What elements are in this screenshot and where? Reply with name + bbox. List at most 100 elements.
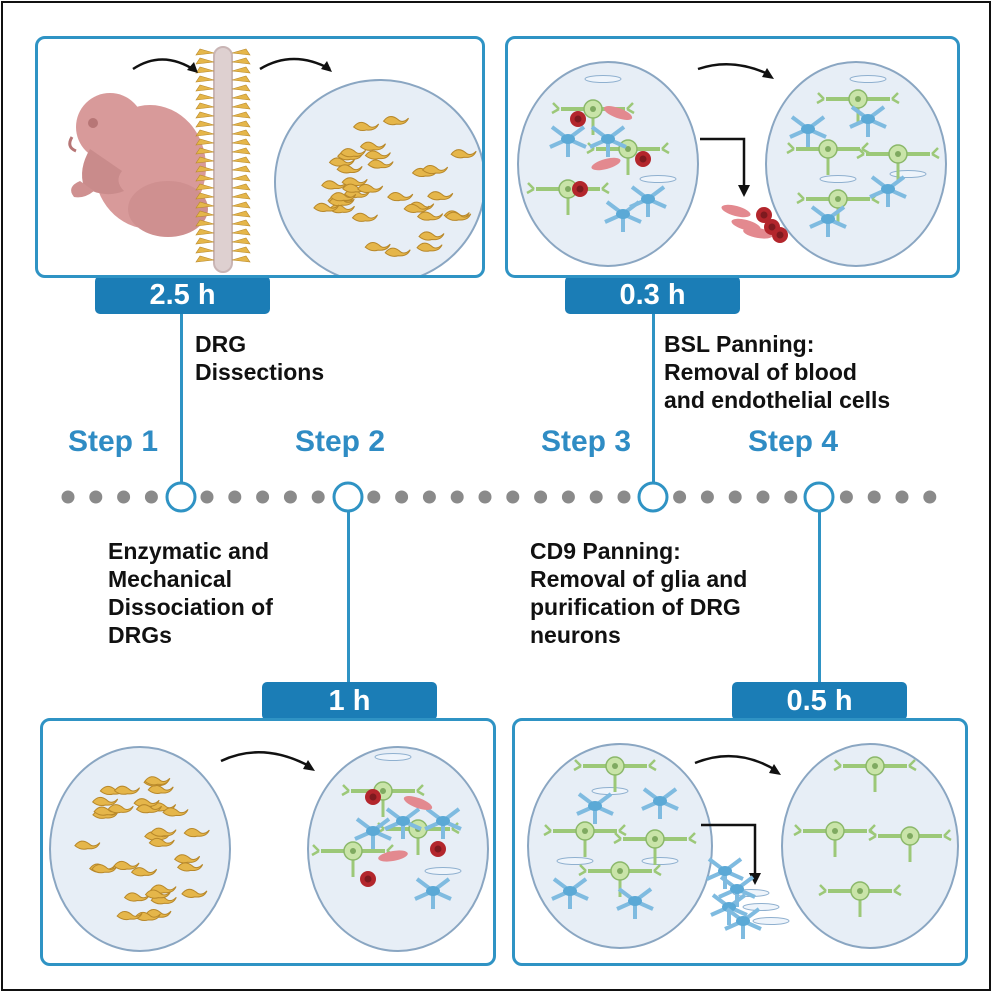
glia-icon	[722, 902, 736, 912]
step-4-description: CD9 Panning: Removal of glia and purific…	[530, 538, 748, 648]
step-2-description: Enzymatic and Mechanical Dissociation of…	[108, 538, 273, 648]
timeline-dot	[311, 490, 325, 504]
dissociated-cell	[367, 159, 394, 169]
glia-icon	[396, 816, 410, 826]
timeline-dot	[144, 490, 158, 504]
connector-step-2	[347, 510, 350, 685]
endothelial-cell-icon	[378, 850, 408, 862]
timeline-dot	[728, 490, 742, 504]
step-2-duration-tab: 1 h	[262, 682, 437, 720]
mixed-cells-icon	[527, 743, 713, 949]
step-1-description: DRG Dissections	[195, 331, 325, 385]
dissociated-cell	[418, 231, 445, 241]
dissociated-cell	[382, 116, 409, 126]
timeline-dot	[617, 490, 631, 504]
panel-step-1-art	[68, 46, 482, 275]
glia-icon	[736, 916, 750, 926]
glia-icon	[861, 114, 875, 124]
dissociated-cell	[387, 192, 414, 202]
panel-step-2	[40, 718, 496, 966]
dissociated-cell	[357, 183, 384, 194]
embryo-icon	[68, 93, 208, 237]
dissociated-cell	[113, 785, 141, 795]
glia-icon	[730, 884, 744, 894]
arrow-icon	[701, 823, 757, 877]
dissociated-cell	[113, 860, 140, 871]
timeline-dot	[839, 490, 853, 504]
timeline-dot	[506, 490, 520, 504]
timeline-dot	[61, 490, 75, 504]
timeline-dot	[89, 490, 103, 504]
dissociated-cell	[328, 157, 355, 167]
dissociated-cell	[183, 828, 210, 838]
panel-step-1	[35, 36, 485, 278]
dissociated-cell	[107, 804, 134, 814]
timeline-dot	[589, 490, 603, 504]
dissociated-cell	[330, 192, 357, 202]
connector-step-1	[180, 310, 183, 483]
dissociated-cells-icon	[49, 746, 231, 952]
dissociated-cell	[130, 867, 158, 877]
neuron-icon	[781, 743, 959, 949]
panel-step-3-art	[517, 61, 947, 267]
step-marker-4	[803, 481, 835, 513]
timeline-dot	[756, 490, 770, 504]
endothelial-cell-icon	[591, 157, 621, 171]
glia-icon	[653, 796, 667, 806]
connector-step-4	[818, 510, 821, 685]
dissociated-cell	[91, 796, 119, 807]
glia-icon	[366, 826, 380, 836]
glia-icon	[436, 816, 450, 826]
dissociated-cell	[313, 202, 340, 212]
timeline-dot	[228, 490, 242, 504]
dissociated-cell	[150, 827, 177, 837]
timeline-dot	[395, 490, 409, 504]
glia-icon	[588, 801, 602, 811]
step-1-label: Step 1	[68, 425, 159, 458]
panel-step-4-art	[527, 743, 959, 949]
arrow-icon	[220, 751, 312, 769]
glia-icon	[718, 866, 732, 876]
dissociated-cell	[364, 150, 391, 160]
glia-icon	[426, 886, 440, 896]
glia-icon	[881, 184, 895, 194]
step-3-label: Step 3	[541, 425, 632, 458]
timeline-dot	[422, 490, 436, 504]
timeline-dot	[200, 490, 214, 504]
step-4-label: Step 4	[748, 425, 839, 458]
glia-icon	[801, 124, 815, 134]
endothelial-cell-icon	[721, 204, 751, 218]
dissociated-cell	[176, 862, 204, 872]
spinal-column-icon	[195, 46, 251, 273]
dissociated-cell	[416, 242, 443, 252]
timeline-dot	[478, 490, 492, 504]
panel-step-4	[512, 718, 968, 966]
timeline-dot	[367, 490, 381, 504]
arrow-icon	[132, 58, 197, 73]
timeline-dot	[450, 490, 464, 504]
dissociated-cell	[336, 164, 363, 174]
dissociated-cell	[339, 148, 367, 158]
dissociated-cell	[403, 203, 430, 213]
endothelial-cell-icon	[603, 106, 633, 120]
dissociated-cell	[181, 888, 208, 898]
step-3-description: BSL Panning: Removal of blood and endoth…	[664, 331, 891, 413]
dissociated-cell	[116, 911, 143, 921]
dissociated-cell	[427, 191, 454, 201]
dissociated-cell	[74, 840, 101, 850]
dissociated-cell	[384, 247, 411, 257]
timeline-dot	[256, 490, 270, 504]
timeline-dot	[561, 490, 575, 504]
step-4-duration-tab: 0.5 h	[732, 682, 907, 720]
dissociated-cell	[351, 212, 378, 222]
glia-icon	[601, 134, 615, 144]
dissociated-cell	[450, 149, 477, 159]
timeline-dot	[673, 490, 687, 504]
endothelial-cell-icon	[403, 796, 433, 810]
glia-icon	[628, 896, 642, 906]
arrow-icon	[259, 57, 331, 71]
glia-icon	[821, 214, 835, 224]
timeline-dot	[117, 490, 131, 504]
